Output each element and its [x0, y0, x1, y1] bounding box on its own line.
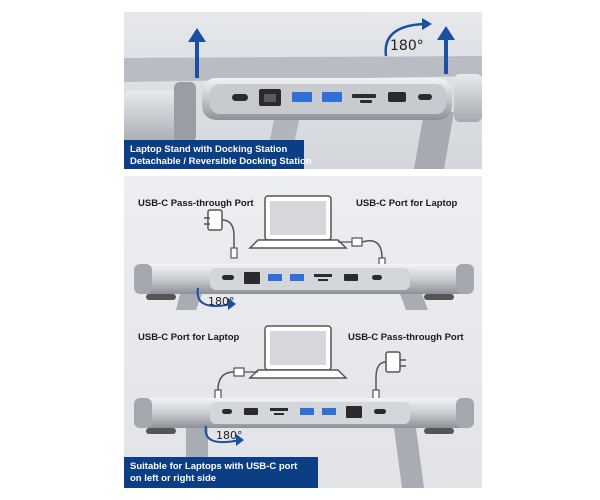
usb-c-laptop-label-upper: USB-C Port for Laptop: [356, 198, 458, 209]
top-caption: Laptop Stand with Docking Station Detach…: [124, 140, 312, 169]
usb-c-laptop-label-lower: USB-C Port for Laptop: [138, 332, 240, 343]
top-caption-line2: Detachable / Reversible Docking Station: [130, 156, 312, 167]
bottom-caption-line2: on left or right side: [130, 473, 217, 484]
power-adapter-icon-lower: [372, 351, 406, 401]
laptop-icon-lower: [248, 325, 348, 379]
usb-c-pass-through-label-lower: USB-C Pass-through Port: [348, 332, 464, 343]
rotation-label: 180°: [390, 38, 424, 54]
power-adapter-icon-upper: [204, 209, 238, 259]
top-product-photo: 180°: [124, 12, 482, 169]
laptop-icon-upper: [248, 195, 348, 249]
usb-c-cable-icon-lower: [214, 367, 258, 401]
bottom-caption-line1: Suitable for Laptops with USB-C port: [130, 461, 298, 472]
usb-c-cable-icon-upper: [338, 237, 386, 269]
rotation-label-lower: 180°: [216, 429, 243, 442]
bottom-diagram: USB-C Pass-through Port USB-C Port for L…: [124, 176, 482, 488]
rotation-label-upper: 180°: [208, 295, 235, 308]
usb-c-pass-through-label-upper: USB-C Pass-through Port: [138, 198, 254, 209]
bottom-caption: Suitable for Laptops with USB-C port on …: [124, 457, 318, 488]
top-caption-line1: Laptop Stand with Docking Station: [130, 144, 288, 155]
